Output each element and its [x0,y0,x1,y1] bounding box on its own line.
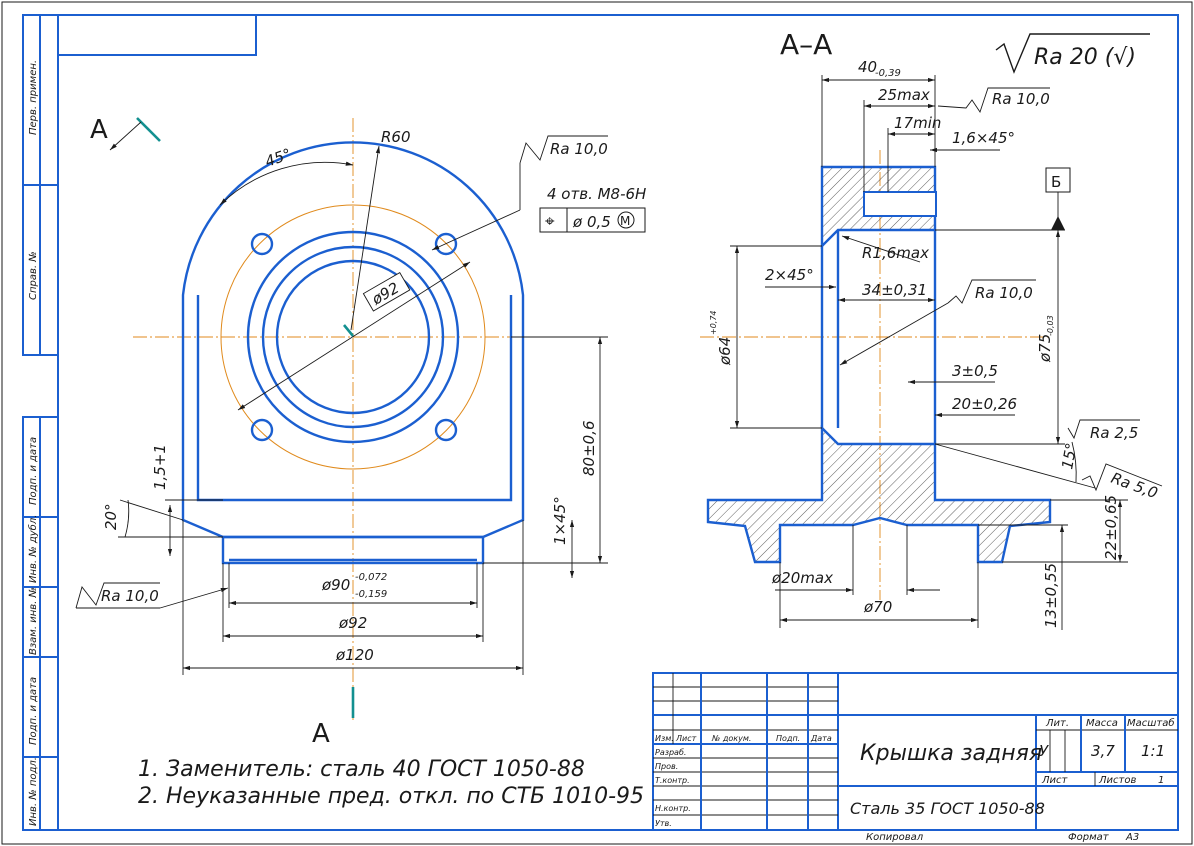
tb-sheet-label: Лист [1041,775,1069,786]
section-dim-13: 13±0,55 [1042,563,1060,628]
section-title: А–А [780,28,832,61]
section-chamfer-2: 2×45° [765,266,814,284]
section-angle-15: 15° [1058,441,1080,470]
tb-col-date: Дата [810,734,832,743]
section-dim-40: 40 [858,58,877,76]
tb-col-sign: Подп. [776,734,800,743]
section-dia-75: ø75 [1036,334,1054,363]
section-dim-3: 3±0,5 [952,362,998,380]
section-ra-mid: Ra 10,0 [975,284,1033,302]
front-dia-120: ø120 [335,646,374,664]
section-ra-top: Ra 10,0 [992,90,1050,108]
tb-sheets-label: Листов [1098,775,1136,786]
side-stamp: Перв. примен. Справ. № Подп. и дата Инв.… [22,14,59,831]
section-ra-general: Ra 20 (√) [1034,45,1136,70]
svg-text:А: А [312,719,330,749]
title-block: Изм. Лист № докум. Подп. Дата Разраб. Пр… [652,672,1179,843]
front-ra-top: Ra 10,0 [550,140,608,158]
note-1: 1. Заменитель: сталь 40 ГОСТ 1050-88 [138,757,585,782]
front-outline [181,141,525,539]
section-dia-64: ø64 [716,337,734,366]
tb-scale-value: 1:1 [1141,742,1165,760]
side-label-dup-inv: Инв. № дубл. [27,515,39,583]
tb-lit-value: У [1039,742,1049,760]
tb-row-nkontr: Н.контр. [655,804,691,813]
section-dia-64-tol: +0,74 [709,310,718,335]
front-dia-92: ø92 [338,614,367,632]
tb-col-doc: № докум. [711,734,751,743]
section-mark-top: А [90,115,161,151]
tb-copied: Копировал [866,832,924,843]
tb-mass-value: 3,7 [1091,742,1115,760]
side-label-repl-inv: Взам. инв. № [28,587,39,655]
section-dim-20: 20±0,26 [952,395,1017,413]
side-label-sign-date-1: Подп. и дата [28,437,39,505]
side-label-ref: Справ. № [28,251,39,300]
section-dim-25: 25max [878,86,930,104]
front-dia-90-upper: -0,072 [355,572,387,583]
svg-text:А: А [90,115,108,145]
tb-title: Крышка задняя [860,741,1042,766]
front-dim-15: 1,5+1 [151,444,169,490]
side-label-first-use: Перв. примен. [28,60,39,135]
tb-row-tkontr: Т.контр. [655,776,690,785]
front-holes-label: 4 отв. М8-6Н [547,185,646,203]
notes: 1. Заменитель: сталь 40 ГОСТ 1050-88 2. … [138,757,644,809]
tb-material: Сталь 35 ГОСТ 1050-88 [850,799,1045,818]
tb-row-razrab: Разраб. [655,748,686,757]
side-label-orig-inv: Инв. № подл. [28,757,39,826]
section-r16: R1,6max [862,244,929,262]
section-mark-bottom: А [312,687,355,749]
front-dia-90-lower: -0,159 [355,589,387,600]
front-ra-left: Ra 10,0 [101,587,159,605]
tb-sheets-value: 1 [1158,775,1164,786]
front-dia-90: ø90 [321,576,350,594]
section-dim-17: 17min [894,114,941,132]
tb-col-list: Лист [675,734,697,743]
front-tolerance-value: ø 0,5 [572,213,611,231]
section-dim-34: 34±0,31 [862,281,927,299]
mounting-holes [250,232,458,442]
tb-row-prov: Пров. [655,762,678,771]
tb-scale-label: Масштаб [1127,717,1175,729]
tb-format-label: Формат [1068,832,1110,843]
front-tolerance-symbol: ⌖ [545,212,555,232]
section-chamfer-16: 1,6×45° [952,129,1015,147]
front-view: ø92 R60 45° 4 отв. М8-6Н ⌖ ø 0,5 M Ra 10… [75,115,646,749]
note-2: 2. Неуказанные пред. откл. по СТБ 1010-9… [138,784,644,809]
section-dim-22: 22±0,65 [1102,495,1120,560]
section-datum: Б [1051,173,1061,191]
front-angle-20: 20° [102,503,120,530]
tb-row-utv: Утв. [655,819,672,828]
pitch-circle [220,204,486,470]
section-dia-70: ø70 [863,598,892,616]
section-ra-25: Ra 2,5 [1090,424,1138,442]
side-label-sign-date-2: Подп. и дата [28,677,39,745]
tb-mass-label: Масса [1086,718,1118,729]
tb-lit-label: Лит. [1045,718,1069,729]
front-chamfer: 1×45° [551,496,569,545]
tb-col-izm: Изм. [655,734,674,743]
tb-format-value: А3 [1125,832,1139,843]
section-dim-40-tol: -0,39 [875,68,901,79]
section-dia-75-tol: -0,03 [1046,315,1055,336]
section-view: А–А Ra 20 (√) 40 -0,39 25max 17min 1,6×4… [700,28,1163,630]
front-tolerance-modifier: M [620,214,630,228]
front-dim-80: 80±0,6 [580,420,598,476]
section-dia-20: ø20max [771,569,833,587]
front-radius: R60 [381,128,411,146]
